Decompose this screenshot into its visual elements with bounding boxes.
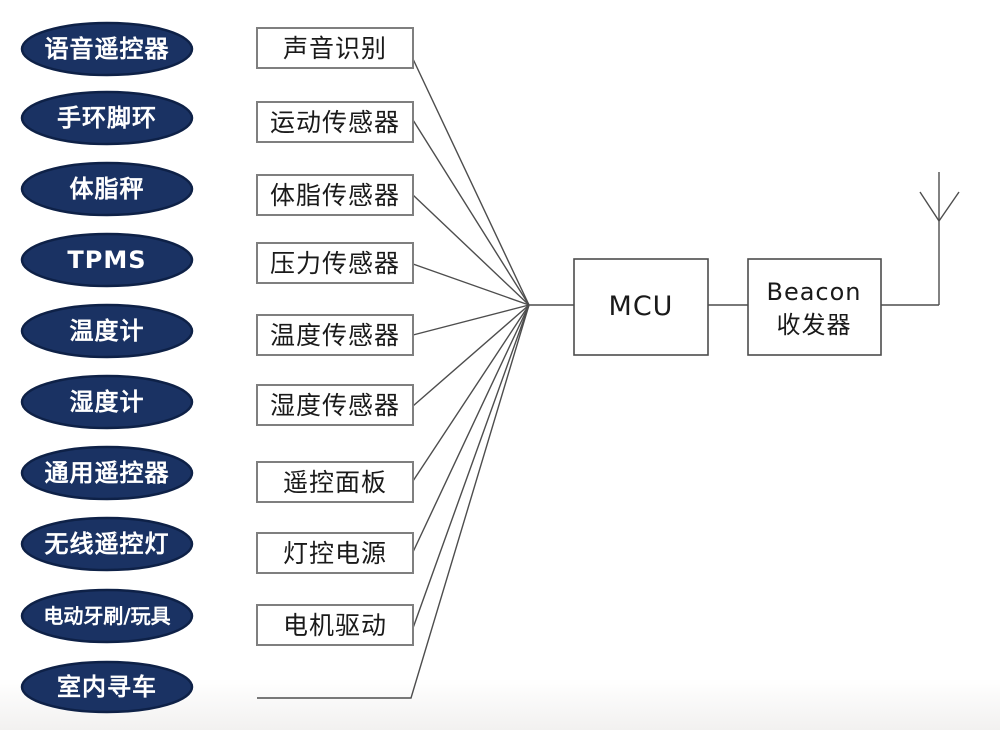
wire-remote-panel (412, 304, 530, 482)
wire-humidity-sensor (412, 304, 530, 407)
wire-pressure-sensor (412, 263, 530, 306)
module-temperature-sensor-label: 温度传感器 (270, 321, 400, 350)
device-body-fat-scale-label: 体脂秤 (70, 175, 145, 203)
device-thermometer: 温度计 (20, 303, 194, 359)
module-pressure-sensor: 压力传感器 (256, 242, 414, 284)
module-sound-recognition-label: 声音识别 (283, 34, 387, 63)
module-remote-panel: 遥控面板 (256, 461, 414, 503)
device-voice-remote: 语音遥控器 (20, 21, 194, 77)
device-wristband-anklet: 手环脚环 (20, 90, 194, 146)
wire-motion-sensor (412, 119, 530, 306)
device-thermometer-label: 温度计 (70, 317, 145, 345)
device-body-fat-scale: 体脂秤 (20, 161, 194, 217)
device-hygrometer-label: 湿度计 (70, 388, 145, 416)
module-motion-sensor: 运动传感器 (256, 101, 414, 143)
module-motion-sensor-label: 运动传感器 (270, 108, 400, 137)
fan-in-wires (257, 58, 939, 699)
device-column: 语音遥控器 手环脚环 体脂秤 TPMS 温度计 湿度计 通用遥控器 无线遥控灯 (20, 21, 194, 714)
wire-body-fat-sensor (412, 194, 530, 306)
module-remote-panel-label: 遥控面板 (283, 468, 387, 497)
module-column: 声音识别 运动传感器 体脂传感器 压力传感器 温度传感器 湿度传感器 遥控面板 (256, 27, 414, 646)
device-wristband-anklet-label: 手环脚环 (57, 104, 157, 132)
device-wireless-light-label: 无线遥控灯 (45, 530, 170, 558)
device-universal-remote: 通用遥控器 (20, 445, 194, 501)
wire-light-power (412, 304, 530, 553)
device-wireless-light: 无线遥控灯 (20, 516, 194, 572)
wire-temperature-sensor (412, 304, 530, 336)
device-tpms: TPMS (20, 232, 194, 288)
wire-motor-drive (412, 304, 530, 629)
mcu-label: MCU (609, 291, 674, 322)
device-tpms-label: TPMS (67, 246, 146, 274)
device-toothbrush-toy: 电动牙刷/玩具 (20, 588, 194, 644)
wire-sound-recognition (412, 58, 530, 306)
module-light-power-label: 灯控电源 (283, 539, 387, 568)
module-sound-recognition: 声音识别 (256, 27, 414, 69)
beacon-label-line2: 收发器 (777, 311, 852, 339)
module-body-fat-sensor: 体脂传感器 (256, 174, 414, 216)
module-motor-drive-label: 电机驱动 (283, 611, 387, 640)
mcu-box: MCU (573, 258, 709, 356)
module-humidity-sensor-label: 湿度传感器 (270, 391, 400, 420)
module-body-fat-sensor-label: 体脂传感器 (270, 181, 400, 210)
device-voice-remote-label: 语音遥控器 (45, 35, 170, 63)
device-toothbrush-toy-label: 电动牙刷/玩具 (43, 604, 170, 628)
device-hygrometer: 湿度计 (20, 374, 194, 430)
beacon-transceiver-box: Beacon 收发器 (747, 258, 882, 356)
device-indoor-car-finder-label: 室内寻车 (57, 673, 157, 701)
beacon-label-line1: Beacon (766, 278, 861, 306)
module-temperature-sensor: 温度传感器 (256, 314, 414, 356)
antenna-icon (919, 172, 960, 305)
module-pressure-sensor-label: 压力传感器 (270, 249, 400, 278)
device-universal-remote-label: 通用遥控器 (45, 459, 170, 487)
module-humidity-sensor: 湿度传感器 (256, 384, 414, 426)
wire-indoor-car-finder (257, 304, 530, 699)
module-light-power: 灯控电源 (256, 532, 414, 574)
device-indoor-car-finder: 室内寻车 (20, 660, 194, 714)
module-motor-drive: 电机驱动 (256, 604, 414, 646)
